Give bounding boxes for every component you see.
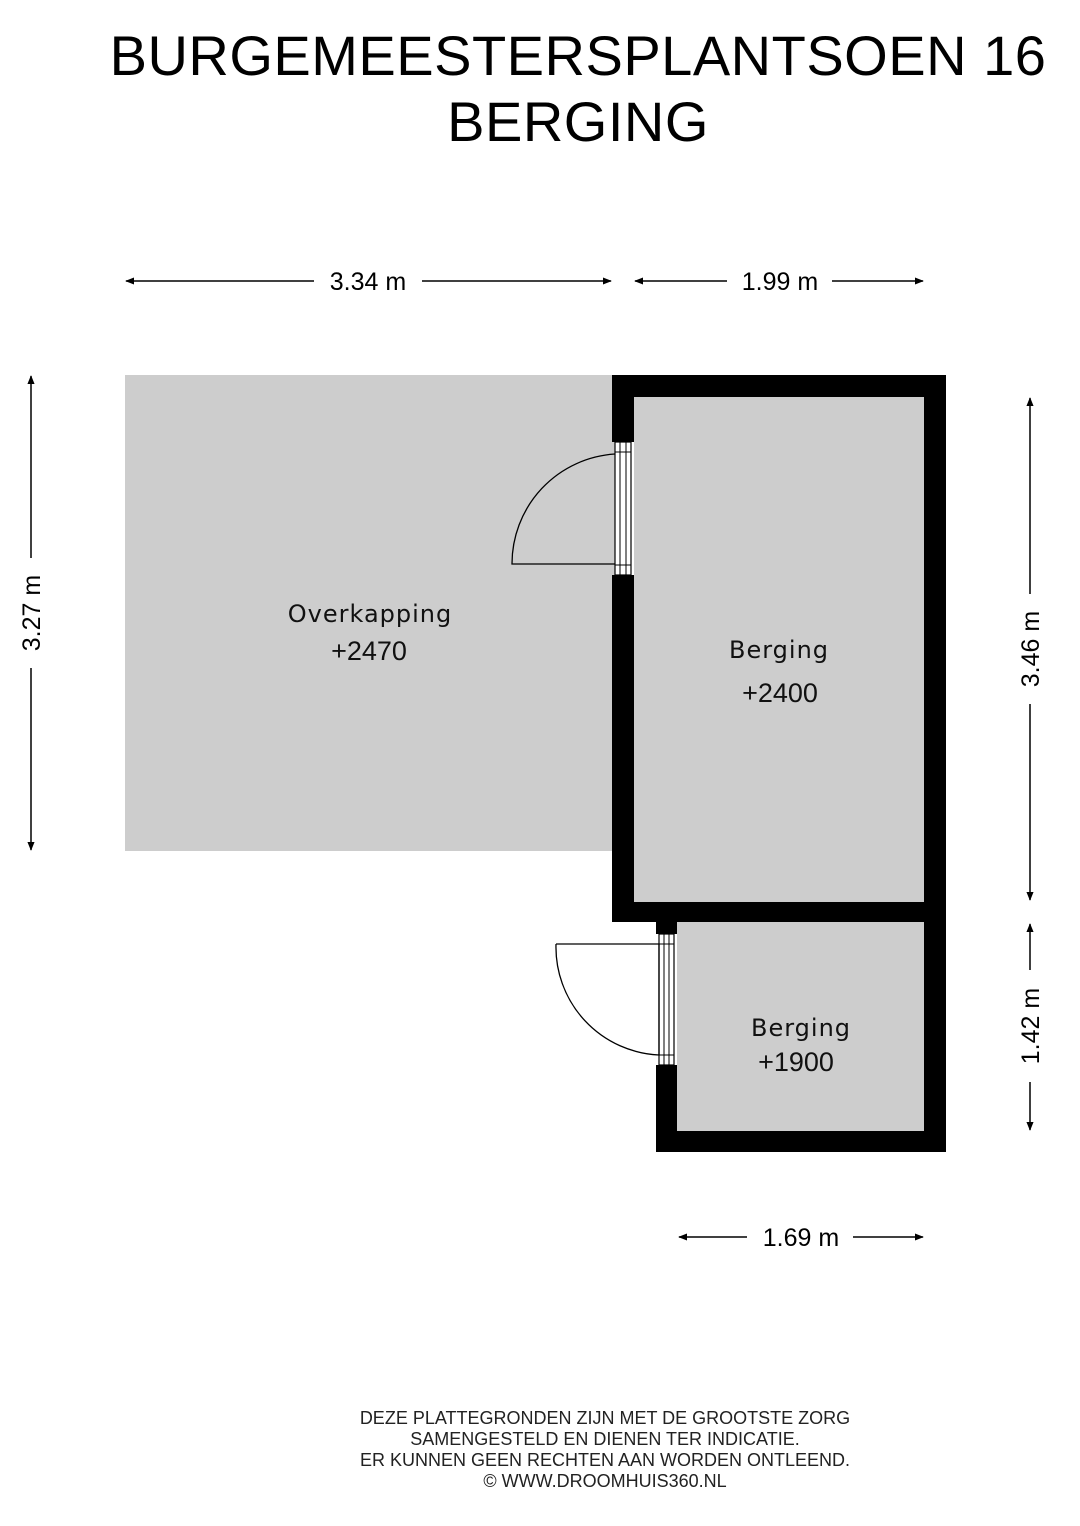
dimension-right-upper-label: 3.46 m bbox=[1017, 611, 1045, 687]
dimension-top-right-label: 1.99 m bbox=[742, 268, 818, 296]
dimension-right-upper: 3.46 m bbox=[1017, 397, 1045, 901]
dimension-bottom: 1.69 m bbox=[678, 1224, 924, 1252]
disclaimer-line: DEZE PLATTEGRONDEN ZIJN MET DE GROOTSTE … bbox=[359, 1408, 851, 1428]
room-overkapping-name: Overkapping bbox=[288, 600, 453, 628]
door-berging-large bbox=[511, 441, 632, 576]
disclaimer-line: ER KUNNEN GEEN RECHTEN AAN WORDEN ONTLEE… bbox=[359, 1450, 851, 1470]
berging-large-floor bbox=[634, 397, 924, 902]
room-berging-small-name: Berging bbox=[751, 1014, 851, 1042]
dimension-top-left: 3.34 m bbox=[125, 268, 612, 296]
room-berging-large-level: +2400 bbox=[742, 678, 818, 708]
overkapping-floor bbox=[125, 375, 615, 851]
dimension-bottom-label: 1.69 m bbox=[763, 1224, 839, 1252]
berging-small-floor bbox=[677, 922, 924, 1131]
dimension-right-lower: 1.42 m bbox=[1017, 923, 1045, 1131]
room-berging-small-level: +1900 bbox=[758, 1047, 834, 1077]
dimension-left: 3.27 m bbox=[18, 375, 46, 851]
dimension-top-left-label: 3.34 m bbox=[330, 268, 406, 296]
plan-subtitle: BERGING bbox=[447, 90, 709, 153]
room-overkapping-level: +2470 bbox=[331, 636, 407, 666]
plan-title: BURGEMEESTERSPLANTSOEN 16 bbox=[109, 24, 1047, 87]
disclaimer-copyright: © WWW.DROOMHUIS360.NL bbox=[483, 1471, 727, 1491]
room-berging-large-name: Berging bbox=[729, 636, 829, 664]
dimension-top-right: 1.99 m bbox=[634, 268, 924, 296]
dimension-right-lower-label: 1.42 m bbox=[1017, 988, 1045, 1064]
dimension-left-label: 3.27 m bbox=[18, 575, 46, 651]
disclaimer-line: SAMENGESTELD EN DIENEN TER INDICATIE. bbox=[410, 1429, 800, 1449]
disclaimer: DEZE PLATTEGRONDEN ZIJN MET DE GROOTSTE … bbox=[300, 1408, 910, 1492]
walls bbox=[612, 375, 946, 1152]
door-berging-small bbox=[555, 933, 675, 1066]
